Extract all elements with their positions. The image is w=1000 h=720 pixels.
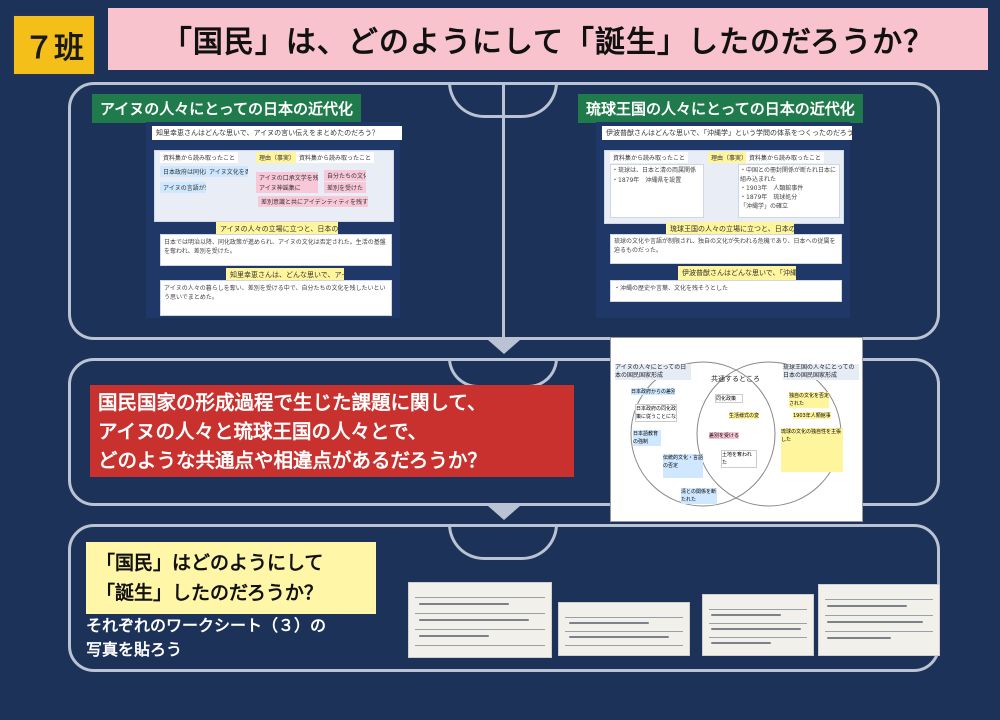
- ws-left-item-1: 日本政府は同化政策を進める: [160, 166, 206, 177]
- down-arrow-1: [488, 340, 520, 354]
- venn-note-1: 日本政府からの差別: [631, 388, 675, 395]
- worksheet-photo-2: [558, 602, 690, 656]
- venn-note-4: 伝統的文化・言語の否定: [663, 454, 703, 478]
- ws-left-tag-center: 理由（事実）: [256, 152, 299, 163]
- top-divider: [502, 84, 505, 338]
- ws-right-tag-left: 資料集から読み取ったこと: [610, 152, 689, 163]
- ws-right-item-2: ・1879年 沖縄県を設置: [612, 177, 682, 184]
- ws-right-question: 伊波普猷さんはどんな思いで、「沖縄学」という学問の体系をつくったのだろう？: [602, 126, 852, 140]
- top-frame: [68, 82, 940, 340]
- ws-right-answer-1: 琉球の文化や言語が制限され、独自の文化が失われる危機であり、日本への従属を迫るも…: [614, 238, 836, 254]
- ws-right-item-6: 「沖縄学」の確立: [740, 203, 789, 210]
- photo-instruction: それぞれのワークシート（３）の 写真を貼ろう: [86, 614, 406, 662]
- venn-note-9: 清との関係を断たれた: [681, 488, 717, 504]
- ws-right-answer-box-1: [610, 234, 842, 264]
- comparison-question-line-3: どのような共通点や相違点があるだろうか？: [98, 449, 487, 472]
- photo-instruction-line-1: それぞれのワークシート（３）の: [86, 616, 327, 635]
- ws-left-item-2: アイヌ文化を否定された: [206, 166, 248, 177]
- comparison-question-line-1: 国民国家の形成過程で生じた課題に関して、: [98, 391, 487, 414]
- summary-question-line-2: 「誕生」したのだろうか？: [96, 582, 323, 604]
- ws-left-subq-1: アイヌの人々の立場に立つと、日本の近代化は、どのようなものだったのだろうか？: [216, 222, 338, 236]
- ws-left-item-3: アイヌの言語が奪われた: [160, 182, 206, 193]
- ws-right-tag-right: 資料集から読み取ったこと: [746, 152, 825, 163]
- worksheet-photo-1: [408, 582, 552, 658]
- ryukyu-modernization-heading: 琉球王国の人々にとっての日本の近代化: [578, 94, 863, 123]
- down-arrow-2: [488, 506, 520, 520]
- venn-note-5: 同化政策: [715, 394, 743, 403]
- venn-center-title: 共通するところ: [711, 375, 760, 383]
- venn-note-12: 琉球の文化の独自性を主張した: [781, 428, 843, 472]
- ws-left-answer-box-1: [160, 234, 392, 266]
- ws-left-question: 知里幸恵さんはどんな思いで、アイヌの言い伝えをまとめたのだろう？: [152, 126, 402, 140]
- ws-left-item-5: アイヌ神謡集に: [256, 182, 318, 193]
- middle-center-arch: [448, 358, 558, 388]
- venn-note-7: 差別を受ける: [709, 432, 739, 439]
- venn-note-8: 土地を奪われた: [721, 450, 757, 468]
- ws-right-item-3: ・中国との冊封関係が断たれ日本に組み込まれた: [740, 167, 836, 183]
- venn-right-title: 琉球王国の人々にとっての日本の国民国家形成: [783, 364, 859, 380]
- ws-right-item-4: ・1903年 人類館事件: [740, 185, 804, 192]
- venn-note-6: 生活様式の変化: [729, 412, 759, 419]
- ws-left-tag-right: 資料集から読み取ったこと: [296, 152, 375, 163]
- ainu-modernization-heading: アイヌの人々にとっての日本の近代化: [92, 94, 362, 123]
- venn-diagram-worksheet: アイヌの人々にとっての日本の国民国家形成 共通するところ 琉球王国の人々にとって…: [610, 337, 863, 522]
- ryukyu-worksheet: 伊波普猷さんはどんな思いで、「沖縄学」という学問の体系をつくったのだろう？ 資料…: [596, 122, 852, 318]
- ws-left-subq-2: 知里幸恵さんは、どんな思いで、アイヌの言い伝えをまとめたのだろう？: [226, 268, 344, 282]
- ws-left-answer-box-2: [160, 280, 392, 316]
- ws-right-item-1: ・琉球は、日本と清の両属関係だった: [612, 167, 697, 174]
- ws-right-answer-box-2: [610, 280, 842, 302]
- ws-left-item-7: 差別を受けた: [324, 182, 366, 193]
- ws-left-answer-1: 日本では明治以降、同化政策が進められ、アイヌの文化は否定された。生活の基盤を奪わ…: [164, 239, 386, 255]
- ws-right-tag-center: 理由（事実）: [708, 152, 751, 163]
- comparison-question-box: 国民国家の形成過程で生じた課題に関して、 アイヌの人々と琉球王国の人々とで、 ど…: [90, 385, 574, 477]
- ws-left-answer-2: アイヌの人々の暮らしを奪い、差別を受ける中で、自分たちの文化を残したいという思い…: [164, 285, 386, 301]
- ws-left-item-4: アイヌの口承文学を残すため: [256, 172, 318, 183]
- team-badge: ７班: [12, 14, 96, 76]
- venn-note-2: 日本政府の同化政策に従うことになった: [635, 404, 677, 422]
- ws-right-answer-2: ・沖縄の歴史や言葉、文化を残そうとした: [614, 285, 729, 292]
- ws-left-item-6: 自分たちの文化を残すため: [324, 170, 366, 181]
- page-title: 「国民」は、どのようにして「誕生」したのだろうか？: [108, 8, 988, 70]
- ws-right-subq-1: 琉球王国の人々の立場に立つと、日本の近代化は、どのようなものだったのだろうか？: [666, 222, 794, 236]
- ws-right-right-list: [738, 164, 840, 218]
- venn-note-10: 独自の文化を否定された: [789, 392, 829, 408]
- venn-note-3: 日本語教育の強制: [633, 430, 661, 446]
- worksheet-photo-3: [702, 594, 814, 656]
- summary-question-box: 「国民」はどのようにして 「誕生」したのだろうか？: [86, 542, 376, 614]
- ws-right-item-5: ・1879年 琉球処分: [740, 194, 798, 201]
- summary-question-line-1: 「国民」はどのようにして: [96, 552, 324, 574]
- ws-left-item-8: 差別意識と共にアイデンティティを残す: [258, 196, 368, 207]
- ws-left-tag-left: 資料集から読み取ったこと: [160, 152, 239, 163]
- ainu-worksheet: 知里幸恵さんはどんな思いで、アイヌの言い伝えをまとめたのだろう？ 資料集から読み…: [146, 122, 402, 318]
- worksheet-photo-4: [818, 584, 940, 656]
- ws-right-subq-2: 伊波普猷さんはどんな思いで、「沖縄学」という学問の体系をつくったのだろう？: [678, 266, 796, 280]
- photo-instruction-line-2: 写真を貼ろう: [86, 640, 183, 659]
- comparison-question-line-2: アイヌの人々と琉球王国の人々とで、: [98, 420, 428, 443]
- middle-frame: [68, 358, 940, 506]
- ws-right-left-list: [610, 164, 704, 218]
- venn-left-title: アイヌの人々にとっての日本の国民国家形成: [615, 364, 691, 380]
